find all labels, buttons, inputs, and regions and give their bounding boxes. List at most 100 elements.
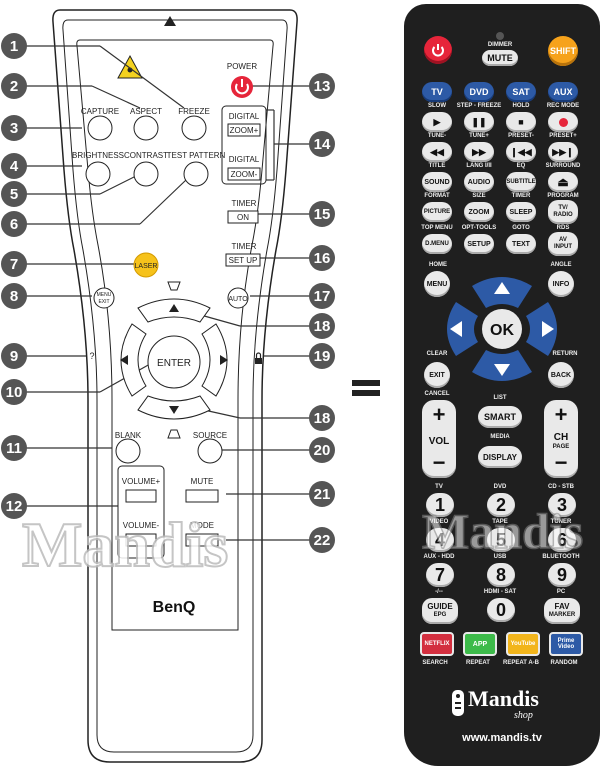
volume-group xyxy=(117,465,165,559)
timer-setup-button[interactable] xyxy=(225,253,261,267)
contrast-button[interactable] xyxy=(133,161,159,187)
menu-exit-button[interactable] xyxy=(93,287,115,309)
record-button[interactable] xyxy=(548,112,578,132)
zoom-minus-button[interactable] xyxy=(227,167,261,181)
picture-button[interactable]: PICTURE xyxy=(422,202,452,222)
callout-11: 11 xyxy=(1,435,27,461)
digital-bottom-label: DIGITAL xyxy=(229,155,260,164)
digit-5-button[interactable]: 5 xyxy=(487,528,515,552)
zoom-button[interactable]: ZOOM xyxy=(464,202,494,222)
right-arrow-icon xyxy=(542,321,554,337)
guide-label: GUIDE xyxy=(427,602,453,611)
subtitle-button[interactable]: SUBTITLE xyxy=(506,172,536,192)
timer-on-button[interactable] xyxy=(227,210,259,224)
pause-button[interactable]: ❚❚ xyxy=(464,112,494,132)
exit-button[interactable]: EXIT xyxy=(424,362,450,388)
nav-up-button[interactable] xyxy=(472,277,532,308)
audio-button[interactable]: AUDIO xyxy=(464,172,494,192)
digit-1-button[interactable]: 1 xyxy=(426,493,454,517)
random-label: RANDOM xyxy=(550,660,578,666)
setup-button[interactable]: SETUP xyxy=(464,234,494,254)
eject-button[interactable]: ⏏ xyxy=(548,172,578,192)
channel-rocker[interactable]: + CH PAGE − xyxy=(544,400,578,478)
test-pattern-button[interactable] xyxy=(183,161,209,187)
digit-4-button[interactable]: 4 xyxy=(426,528,454,552)
nav-right-button[interactable] xyxy=(526,302,557,356)
source-tv-button[interactable]: TV xyxy=(422,82,452,102)
ok-button[interactable] xyxy=(482,309,522,349)
rewind-button[interactable]: ◀◀ xyxy=(422,142,452,162)
mute-button[interactable] xyxy=(185,489,219,503)
freeze-label: FREEZE xyxy=(178,107,210,116)
power-icon xyxy=(432,44,444,57)
source-dvd-button[interactable]: DVD xyxy=(464,82,494,102)
smart-button[interactable]: SMART xyxy=(478,406,522,428)
power-button[interactable] xyxy=(231,76,253,98)
auto-button[interactable] xyxy=(227,287,249,309)
enter-button[interactable] xyxy=(147,335,201,389)
audio-label: AUDIO xyxy=(467,178,491,186)
av-input-button[interactable]: AV INPUT xyxy=(548,232,578,256)
sound-button[interactable]: SOUND xyxy=(422,172,452,192)
digit-7-button[interactable]: 7 xyxy=(426,563,454,587)
nav-down-button[interactable] xyxy=(472,350,532,381)
forward-button[interactable]: ▶▶ xyxy=(464,142,494,162)
youtube-button[interactable]: YouTube xyxy=(506,632,540,656)
stop-button[interactable]: ■ xyxy=(506,112,536,132)
fav-button[interactable]: FAV MARKER xyxy=(544,598,580,624)
nav-left-button[interactable] xyxy=(447,302,478,356)
info-button[interactable]: INFO xyxy=(548,271,574,297)
exit-label: EXIT xyxy=(429,371,445,379)
laser-button[interactable] xyxy=(133,252,159,278)
repeat-ab-label: REPEAT A-B xyxy=(503,660,539,666)
youtube-label: YouTube xyxy=(510,641,536,647)
nav-left-button[interactable] xyxy=(120,323,147,397)
digit-2-button[interactable]: 2 xyxy=(487,493,515,517)
zoom-plus-button[interactable] xyxy=(227,123,261,137)
previous-button[interactable]: ❙◀◀ xyxy=(506,142,536,162)
menu-button[interactable]: MENU xyxy=(424,271,450,297)
source-aux-button[interactable]: AUX xyxy=(548,82,578,102)
mode-button[interactable] xyxy=(185,533,219,547)
volume-rocker[interactable]: + VOL − xyxy=(422,400,456,478)
play-button[interactable]: ▶ xyxy=(422,112,452,132)
back-button[interactable]: BACK xyxy=(548,362,574,388)
digit-9-button[interactable]: 9 xyxy=(548,563,576,587)
digit-8-button[interactable]: 8 xyxy=(487,563,515,587)
guide-button[interactable]: GUIDE EPG xyxy=(422,598,458,624)
next-button[interactable]: ▶▶❙ xyxy=(548,142,578,162)
aspect-button[interactable] xyxy=(133,115,159,141)
prime-video-button[interactable]: Prime Video xyxy=(549,632,583,656)
digit-2: 2 xyxy=(495,494,506,515)
brightness-button[interactable] xyxy=(85,161,111,187)
volume-minus-button[interactable] xyxy=(125,533,157,547)
dmenu-label: D.MENU xyxy=(425,241,449,247)
callout-5: 5 xyxy=(1,181,27,207)
power-button[interactable] xyxy=(424,36,452,64)
volume-plus-button[interactable] xyxy=(125,489,157,503)
blank-button[interactable] xyxy=(115,438,141,464)
mute-button[interactable]: MUTE xyxy=(482,50,518,66)
freeze-button[interactable] xyxy=(181,115,207,141)
app-button[interactable]: APP xyxy=(463,632,497,656)
dmenu-button[interactable]: D.MENU xyxy=(422,234,452,254)
svg-text:17: 17 xyxy=(314,288,331,305)
digit-6-button[interactable]: 6 xyxy=(548,528,576,552)
source-sat-button[interactable]: SAT xyxy=(506,82,536,102)
left-arrow-icon xyxy=(450,321,462,337)
nav-right-button[interactable] xyxy=(201,323,228,397)
contrast-label: CONTRAST xyxy=(124,151,168,160)
netflix-button[interactable]: NETFLIX xyxy=(420,632,454,656)
epg-label: EPG xyxy=(433,612,447,618)
source-button[interactable] xyxy=(197,438,223,464)
digit-0-button[interactable]: 0 xyxy=(487,598,515,622)
smart-label: SMART xyxy=(484,412,516,422)
svg-text:13: 13 xyxy=(314,78,331,95)
shift-button[interactable]: SHIFT xyxy=(548,36,578,66)
sleep-button[interactable]: SLEEP xyxy=(506,202,536,222)
capture-button[interactable] xyxy=(87,115,113,141)
digit-3-button[interactable]: 3 xyxy=(548,493,576,517)
display-button[interactable]: DISPLAY xyxy=(478,446,522,468)
tv-radio-button[interactable]: TV/ RADIO xyxy=(548,200,578,224)
text-button[interactable]: TEXT xyxy=(506,234,536,254)
